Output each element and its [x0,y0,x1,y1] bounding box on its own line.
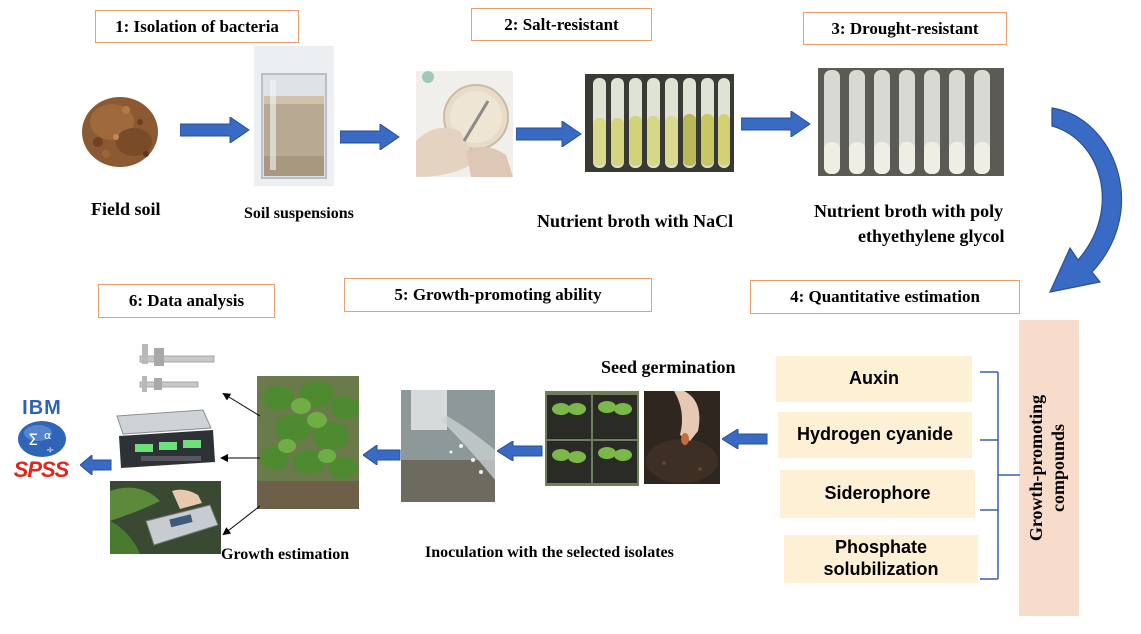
arrow-seed-to-inoculation [497,441,543,461]
phosphate-line1: Phosphate [834,537,927,558]
svg-text:÷: ÷ [46,445,54,456]
compound-hydrogen-cyanide: Hydrogen cyanide [778,412,972,458]
field-soil-caption: Field soil [91,199,161,219]
step-5-label: 5: Growth-promoting ability [344,278,652,312]
compounds-bracket [980,371,1020,580]
ibm-wordmark: IBM [22,397,62,419]
soil-suspension-beaker-image [254,46,334,186]
growth-estimation-caption: Growth estimation [221,546,350,563]
step-2-label: 2: Salt-resistant [471,8,652,41]
arrow-beaker-to-plate [340,124,400,150]
inoculation-caption: Inoculation with the selected isolates [425,544,674,561]
peg-broth-tubes-image [818,68,1004,176]
arrow-inoculation-to-growth [363,445,401,465]
calipers-image [132,336,218,400]
panel-title-line1: Growth-promoting [1026,394,1046,542]
soil-suspensions-caption: Soil suspensions [244,205,354,222]
svg-text:α: α [44,429,51,442]
ibm-spss-logo: IBM Σ α ÷ SPSS [2,395,80,483]
petri-dish-plating-image [416,71,513,177]
svg-text:Σ: Σ [28,430,38,449]
step-3-label: 3: Drought-resistant [803,12,1007,45]
peg-broth-caption-line1: Nutrient broth with poly [814,201,1004,221]
compound-auxin: Auxin [776,356,972,402]
panel-title-line2: compounds [1048,423,1068,513]
growth-promoting-compounds-panel [1019,320,1079,616]
curved-arrow-to-step-4 [1048,107,1123,293]
arrow-plate-to-nacl [516,121,582,147]
step-4-label: 4: Quantitative estimation [750,280,1020,314]
seed-sowing-image [644,391,720,484]
compound-siderophore: Siderophore [780,470,975,518]
thin-arrows-to-instruments [220,392,261,536]
step-6-label: 6: Data analysis [98,284,275,318]
sigma-alpha-icon: Σ α ÷ [18,421,66,457]
weighing-scale-image [111,406,217,472]
inoculation-spray-image [401,390,495,502]
field-soil-image [76,82,164,172]
arrow-nacl-to-peg [741,111,811,137]
seed-germination-caption: Seed germination [601,357,736,377]
arrow-compounds-to-seed [722,429,768,449]
arrow-instruments-to-spss [80,455,112,475]
step-1-label: 1: Isolation of bacteria [95,10,299,43]
compound-phosphate-solubilization: Phosphate solubilization [784,535,978,583]
nacl-broth-caption: Nutrient broth with NaCl [537,211,734,231]
leaf-area-meter-image [110,481,221,554]
seedlings-in-pots-image [545,391,639,486]
arrow-soil-to-beaker [180,117,250,143]
peg-broth-caption-line2: ethyethylene glycol [858,226,1005,246]
spss-wordmark: SPSS [13,457,70,482]
nacl-broth-tubes-image [585,74,734,172]
phosphate-line2: solubilization [823,559,939,579]
grown-plants-image [257,376,359,509]
